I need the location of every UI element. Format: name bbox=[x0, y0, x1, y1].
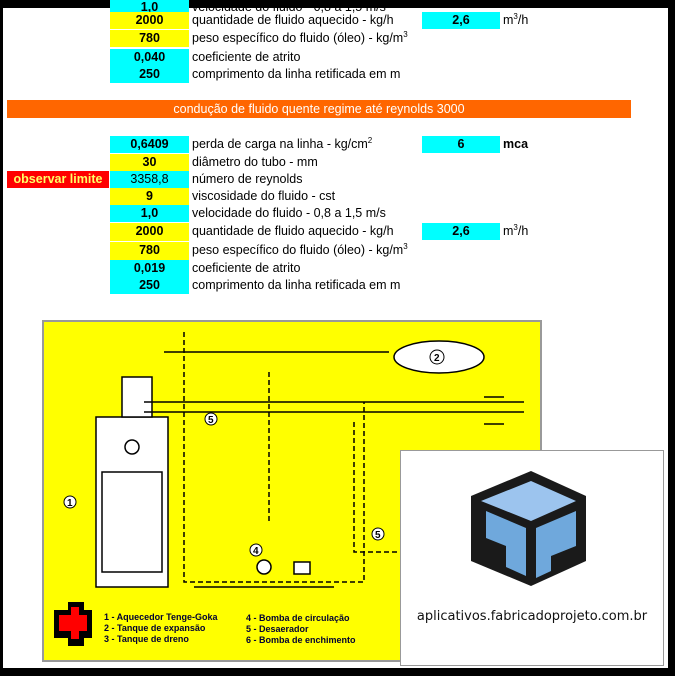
cell-label: viscosidade do fluido - cst bbox=[192, 189, 336, 203]
cell-value[interactable]: 0,6409 bbox=[110, 136, 189, 153]
label-text: perda de carga na linha - kg/cm bbox=[192, 137, 368, 151]
first-aid-icon bbox=[54, 602, 92, 646]
unit-sup: 3 bbox=[513, 11, 518, 21]
fp-logo-icon bbox=[471, 471, 586, 586]
cell-right-value[interactable]: 6 bbox=[422, 136, 500, 153]
marker-5b: 5 bbox=[375, 530, 381, 541]
legend-item: 1 - Aquecedor Tenge-Goka bbox=[104, 612, 219, 622]
label-text: peso específico do fluido (óleo) - kg/m bbox=[192, 243, 404, 257]
cell-value[interactable]: 3358,8 bbox=[110, 171, 189, 188]
label-sup: 3 bbox=[403, 241, 408, 251]
unit-sup: 3 bbox=[513, 222, 518, 232]
cell-label: quantidade de fluido aquecido - kg/h bbox=[192, 13, 394, 27]
worksheet: 1,0 velocidade do fluido - 0,8 a 1,5 m/s… bbox=[3, 0, 668, 668]
cell-value[interactable]: 0,040 bbox=[110, 49, 189, 66]
cell-unit: m3/h bbox=[503, 223, 528, 240]
cell-unit: mca bbox=[503, 137, 529, 151]
cell-right-value[interactable]: 2,6 bbox=[422, 12, 500, 29]
unit-base: m bbox=[503, 224, 514, 238]
cell-label: coeficiente de atrito bbox=[192, 261, 301, 275]
marker-5a: 5 bbox=[208, 415, 214, 426]
cell-value[interactable]: 250 bbox=[110, 277, 189, 294]
warning-badge: observar limite bbox=[7, 171, 109, 188]
cell-label: velocidade do fluido - 0,8 a 1,5 m/s bbox=[192, 206, 386, 220]
label-sup: 3 bbox=[403, 29, 408, 39]
cell-value[interactable]: 2000 bbox=[110, 12, 189, 29]
section-banner: condução de fluido quente regime até rey… bbox=[7, 100, 631, 118]
cell-label: coeficiente de atrito bbox=[192, 50, 301, 64]
cell-value[interactable]: 30 bbox=[110, 154, 189, 171]
marker-2: 2 bbox=[434, 353, 440, 364]
diagram-drawing: 1 2 4 5 5 1 - Aquecedor Tenge-Goka 2 - T… bbox=[54, 332, 524, 646]
unit-tail: /h bbox=[517, 13, 529, 27]
cell-unit: m3/h bbox=[503, 12, 528, 29]
cell-label: velocidade do fluido - 0,8 a 1,5 m/s bbox=[192, 0, 386, 14]
brand-logo-panel: aplicativos.fabricadoprojeto.com.br bbox=[400, 450, 664, 666]
cell-value[interactable]: 250 bbox=[110, 66, 189, 83]
legend-item: 6 - Bomba de enchimento bbox=[246, 635, 356, 645]
legend-item: 2 - Tanque de expansão bbox=[104, 623, 206, 633]
cell-label: quantidade de fluido aquecido - kg/h bbox=[192, 224, 394, 238]
cell-value[interactable]: 0,019 bbox=[110, 260, 189, 277]
legend-item: 5 - Desaerador bbox=[246, 624, 309, 634]
legend-item: 3 - Tanque de dreno bbox=[104, 634, 189, 644]
unit-tail: /h bbox=[517, 224, 529, 238]
cell-label: peso específico do fluido (óleo) - kg/m3 bbox=[192, 30, 408, 47]
logo-url-text[interactable]: aplicativos.fabricadoprojeto.com.br bbox=[416, 609, 648, 624]
cell-label: diâmetro do tubo - mm bbox=[192, 155, 318, 169]
marker-1: 1 bbox=[67, 498, 73, 509]
cell-value[interactable]: 780 bbox=[110, 242, 189, 260]
cell-label: peso específico do fluido (óleo) - kg/m3 bbox=[192, 242, 408, 259]
label-text: peso específico do fluido (óleo) - kg/m bbox=[192, 31, 404, 45]
unit-base: m bbox=[503, 13, 514, 27]
cell-right-value[interactable]: 2,6 bbox=[422, 223, 500, 240]
legend-item: 4 - Bomba de circulação bbox=[246, 613, 350, 623]
marker-4: 4 bbox=[253, 546, 259, 557]
label-sup: 2 bbox=[367, 135, 373, 145]
cell-label: número de reynolds bbox=[192, 172, 303, 186]
cell-value[interactable]: 9 bbox=[110, 188, 189, 205]
cell-label: comprimento da linha retificada em m bbox=[192, 67, 401, 81]
cell-label: perda de carga na linha - kg/cm2 bbox=[192, 136, 372, 153]
cell-label: comprimento da linha retificada em m bbox=[192, 278, 401, 292]
cell-value[interactable]: 1,0 bbox=[110, 205, 189, 222]
cell-value[interactable]: 2000 bbox=[110, 223, 189, 241]
cell-value[interactable]: 780 bbox=[110, 30, 189, 47]
